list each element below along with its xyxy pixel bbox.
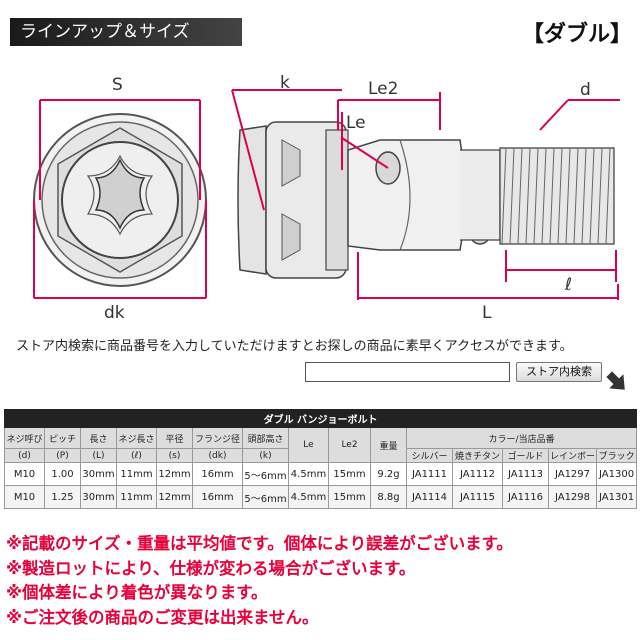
part-number-cell: JA1114 <box>406 485 453 509</box>
col-header-weight: 重量 <box>370 427 407 463</box>
col-header-bottom: (dk) <box>192 448 243 463</box>
col-header-le2: Le2 <box>328 427 371 463</box>
cell: 12mm <box>156 462 193 486</box>
color-header-rainbow: レインボー <box>548 448 597 463</box>
note-item: ※個体差により着色が異なります。 <box>6 583 268 602</box>
label-dk: dk <box>104 303 125 323</box>
col-header-bottom: (s) <box>156 448 193 463</box>
bolt-head-top-view <box>33 113 207 287</box>
cell: 11mm <box>116 462 157 486</box>
cell: 8.8g <box>370 485 407 509</box>
label-l-big: L <box>482 303 492 323</box>
part-number-cell: JA1113 <box>502 462 549 486</box>
cell: 16mm <box>192 485 243 509</box>
part-number-cell: JA1297 <box>548 462 597 486</box>
part-number-cell: JA1112 <box>452 462 503 486</box>
color-header-gold: ゴールド <box>502 448 549 463</box>
dimension-le: Le <box>341 112 389 170</box>
cell: 16mm <box>192 462 243 486</box>
label-s: S <box>112 75 123 95</box>
note-item: ※製造ロットにより、仕様が変わる場合がございます。 <box>6 558 416 578</box>
cell: 1.00 <box>44 462 81 486</box>
cell: 15mm <box>328 462 371 486</box>
col-header-bottom: (d) <box>4 448 45 463</box>
cell: 30mm <box>80 462 117 486</box>
cell: 11mm <box>116 485 157 509</box>
cell: M10 <box>4 485 45 509</box>
part-number-cell: JA1298 <box>548 485 597 509</box>
cell: 15mm <box>328 485 371 509</box>
dimension-le2: Le2 <box>337 79 441 130</box>
cell: 5～6mm <box>242 485 289 509</box>
col-header-top: ピッチ <box>44 427 81 449</box>
cursor-arrow-icon <box>606 371 625 390</box>
col-header-top: 平径 <box>156 427 193 449</box>
label-l-small: ℓ <box>564 275 572 295</box>
dimension-s: S <box>39 75 201 200</box>
label-k: k <box>280 73 290 93</box>
cell: M10 <box>4 462 45 486</box>
notes-list: ※記載のサイズ・重量は平均値です。個体により誤差がございます。 ※製造ロットによ… <box>6 532 513 630</box>
label-d: d <box>580 80 591 100</box>
cell: 9.2g <box>370 462 407 486</box>
dimension-l-big: L <box>357 252 619 323</box>
label-le: Le <box>346 113 366 133</box>
spec-table: ダブル バンジョーボルト ネジ呼び ピッチ 長さ ネジ長さ 平径 フランジ径 頭… <box>3 409 638 509</box>
col-header-bottom: (L) <box>80 448 117 463</box>
part-number-cell: JA1300 <box>595 462 638 486</box>
table-row: M10 1.00 30mm 11mm 12mm 16mm 5～6mm 4.5mm… <box>4 462 638 486</box>
color-group-header: カラー/当店品番 <box>405 427 638 449</box>
table-title: ダブル バンジョーボルト <box>3 409 638 428</box>
col-header-le: Le <box>288 427 329 463</box>
cell: 30mm <box>80 485 117 509</box>
col-header-bottom: (P) <box>44 448 81 463</box>
bolt-side-view <box>237 121 615 279</box>
col-header-top: ネジ長さ <box>116 427 157 449</box>
dimension-l-small: ℓ <box>505 250 617 295</box>
col-header-bottom: (ℓ) <box>116 448 157 463</box>
dimension-k: k <box>231 73 342 211</box>
col-header-bottom: (k) <box>242 448 289 463</box>
section-title: ラインアップ＆サイズ <box>10 18 242 46</box>
store-search-button[interactable]: ストア内検索 <box>516 362 602 382</box>
color-header-silver: シルバー <box>406 448 453 463</box>
cell: 1.25 <box>44 485 81 509</box>
part-number-cell: JA1115 <box>452 485 503 509</box>
col-header-top: ネジ呼び <box>4 427 45 449</box>
note-item: ※ご注文後の商品のご変更は出来ません。 <box>6 607 319 627</box>
col-header-top: フランジ径 <box>192 427 243 449</box>
note-item: ※記載のサイズ・重量は平均値です。個体により誤差がございます。 <box>6 534 513 553</box>
dimension-dk: dk <box>33 200 207 323</box>
color-header-black: ブラック <box>595 448 638 463</box>
col-header-top: 長さ <box>80 427 117 449</box>
cell: 12mm <box>156 485 193 509</box>
part-number-cell: JA1111 <box>406 462 453 486</box>
label-le2: Le2 <box>368 79 398 99</box>
col-header-top: 頭部高さ <box>242 427 289 449</box>
cell: 5～6mm <box>242 462 289 486</box>
store-search-input[interactable] <box>305 362 510 382</box>
color-header-titanium: 焼きチタン <box>452 448 503 463</box>
cell: 4.5mm <box>288 462 329 486</box>
search-prompt: ストア内検索に商品番号を入力していただけますとお探しの商品に素早くアクセスができ… <box>16 339 573 354</box>
cell: 4.5mm <box>288 485 329 509</box>
bolt-diagram: S dk k <box>33 73 620 323</box>
dimension-d: d <box>539 80 620 131</box>
part-number-cell: JA1116 <box>502 485 549 509</box>
part-number-cell: JA1301 <box>595 485 638 509</box>
table-row: M10 1.25 30mm 11mm 12mm 16mm 5～6mm 4.5mm… <box>4 485 638 509</box>
type-label: 【ダブル】 <box>521 22 632 47</box>
